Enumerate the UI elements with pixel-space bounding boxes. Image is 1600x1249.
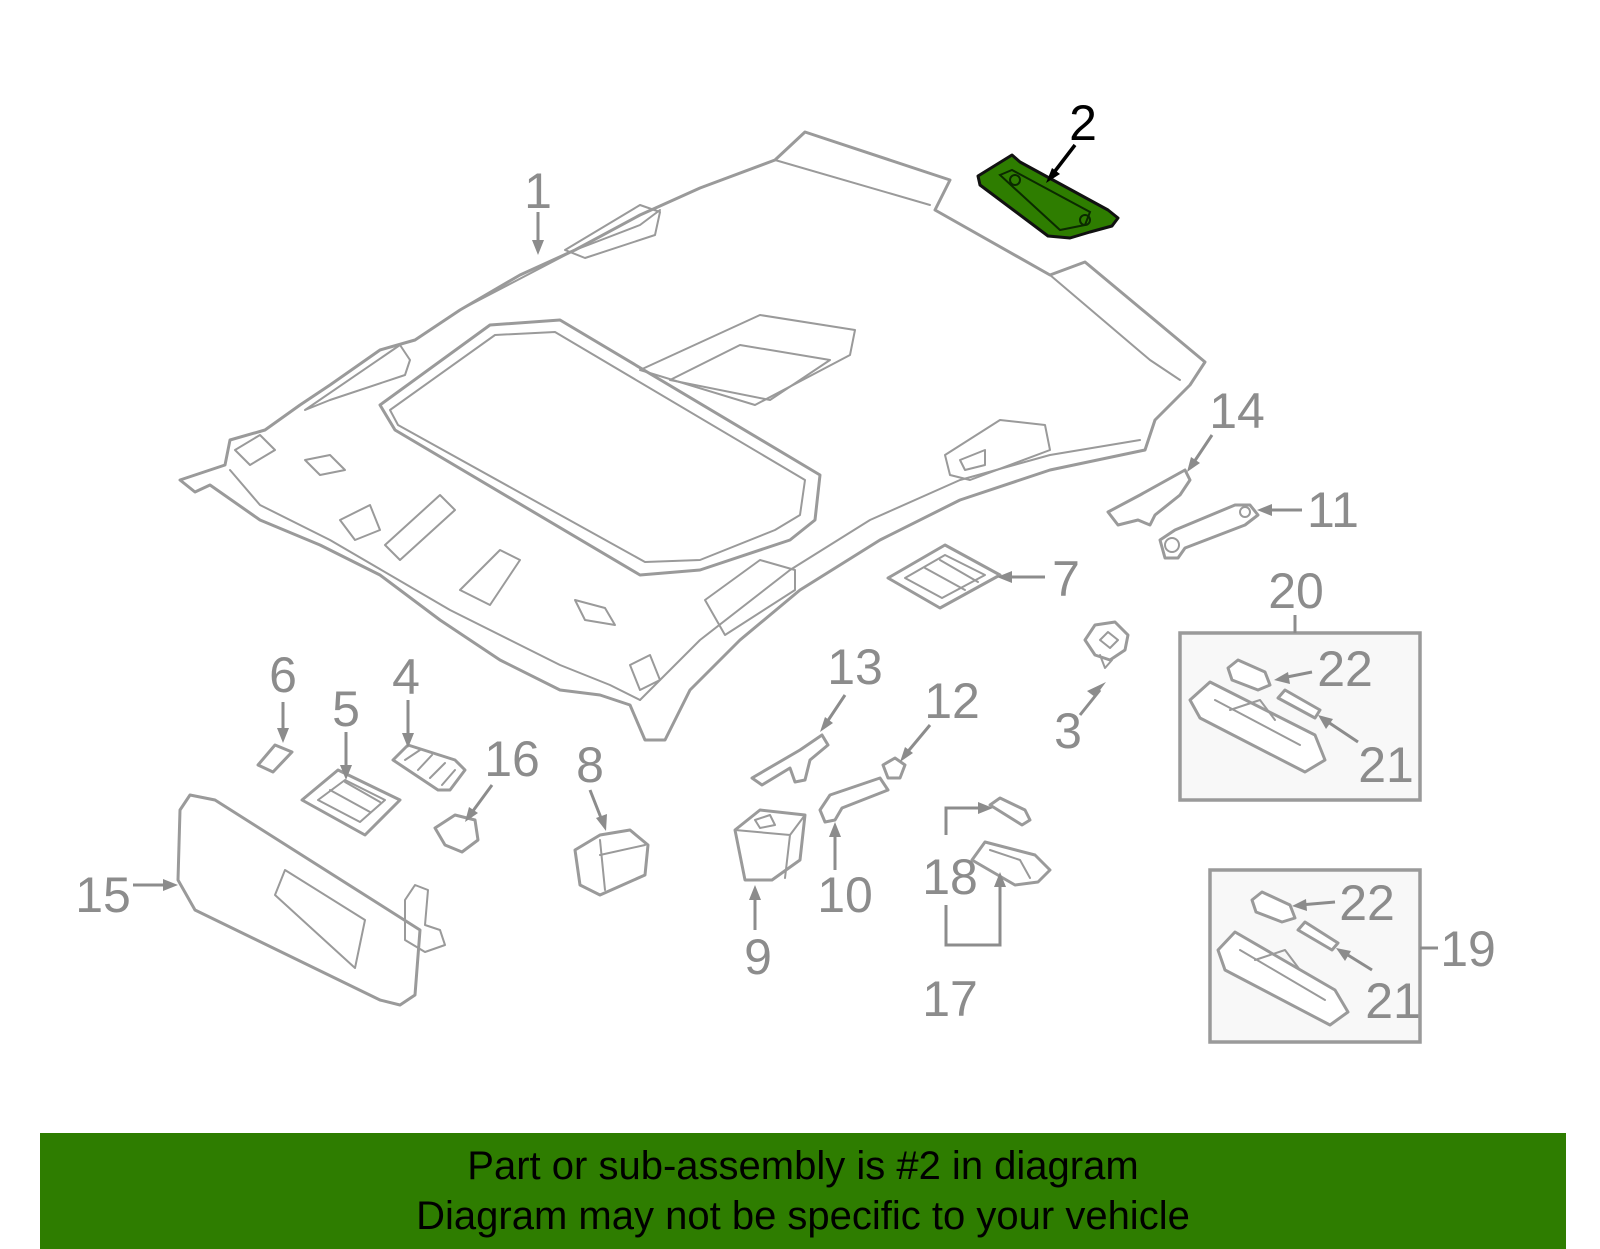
callout-21-lower[interactable]: 21 xyxy=(1365,973,1421,1029)
callout-3[interactable]: 3 xyxy=(1054,703,1082,759)
callout-1[interactable]: 1 xyxy=(524,163,552,219)
trim-panel-part-2[interactable] xyxy=(976,153,1120,240)
callout-18[interactable]: 18 xyxy=(922,849,978,905)
grab-handle-part-10[interactable] xyxy=(818,776,890,824)
callout-6[interactable]: 6 xyxy=(269,647,297,703)
banner-line-2: Diagram may not be specific to your vehi… xyxy=(416,1194,1190,1238)
switch-part-9[interactable] xyxy=(733,808,807,882)
map-light-part-5[interactable] xyxy=(300,768,402,837)
headliner-part-1[interactable] xyxy=(178,130,1207,742)
callout-5[interactable]: 5 xyxy=(332,681,360,737)
callout-11[interactable]: 11 xyxy=(1307,482,1359,538)
callout-17[interactable]: 17 xyxy=(922,971,978,1027)
callout-4[interactable]: 4 xyxy=(392,649,420,705)
box-assembly-19[interactable] xyxy=(1208,868,1422,1044)
callout-15[interactable]: 15 xyxy=(75,867,131,923)
callout-19[interactable]: 19 xyxy=(1440,921,1496,977)
sun-visor-part-15[interactable] xyxy=(176,793,446,1007)
callout-22-upper[interactable]: 22 xyxy=(1317,641,1373,697)
callout-14[interactable]: 14 xyxy=(1209,383,1265,439)
callout-9[interactable]: 9 xyxy=(744,929,772,985)
callout-10[interactable]: 10 xyxy=(817,867,873,923)
banner-line-1: Part or sub-assembly is #2 in diagram xyxy=(467,1144,1139,1188)
module-part-8[interactable] xyxy=(573,828,650,897)
clip-part-12[interactable] xyxy=(881,756,907,780)
callout-21-upper[interactable]: 21 xyxy=(1358,737,1414,793)
callout-20[interactable]: 20 xyxy=(1268,563,1324,619)
callout-7[interactable]: 7 xyxy=(1052,551,1080,607)
callout-22-lower[interactable]: 22 xyxy=(1339,875,1395,931)
callout-12[interactable]: 12 xyxy=(924,673,980,729)
lens-part-4[interactable] xyxy=(391,743,467,792)
bracket-part-14[interactable] xyxy=(1106,468,1192,527)
clip-part-3[interactable] xyxy=(1083,620,1130,669)
hook-part-16[interactable] xyxy=(433,813,480,854)
callout-2[interactable]: 2 xyxy=(1069,95,1097,151)
callout-8[interactable]: 8 xyxy=(576,737,604,793)
grab-handle-part-11[interactable] xyxy=(1158,503,1260,560)
bracket-part-13[interactable] xyxy=(750,733,830,787)
callout-16[interactable]: 16 xyxy=(484,731,540,787)
callout-13[interactable]: 13 xyxy=(827,639,883,695)
info-banner: Part or sub-assembly is #2 in diagram Di… xyxy=(40,1133,1566,1249)
leader-arrows xyxy=(133,143,1438,972)
dome-light-part-7[interactable] xyxy=(886,543,1002,610)
small-lens-part-6[interactable] xyxy=(256,743,294,774)
lamp-part-17-18[interactable] xyxy=(970,796,1052,887)
box-assembly-20[interactable] xyxy=(1178,631,1422,802)
